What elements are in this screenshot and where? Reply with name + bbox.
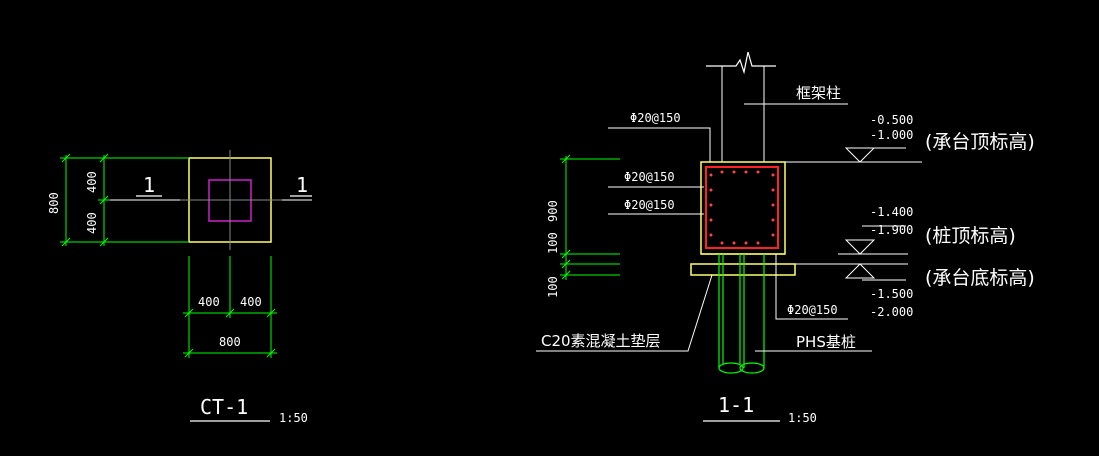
pile-top-elev-2: -1.900 <box>870 223 913 237</box>
section-title: 1-1 <box>718 393 754 417</box>
section-column <box>706 51 776 162</box>
section-dim-vertical <box>560 154 620 280</box>
rebar-label-bottom: Φ20@150 <box>787 303 838 317</box>
elevation-marks: -0.500 -1.000 (承台顶标高) -1.400 -1.900 (桩顶标… <box>785 113 1035 319</box>
section-dim-100b: 100 <box>546 276 560 298</box>
rebar-label-1: Φ20@150 <box>630 111 681 125</box>
pile-top-label: (桩顶标高) <box>925 225 1016 247</box>
plan-dim-horizontal <box>183 256 277 358</box>
rebar-dots <box>709 170 775 245</box>
section-pile <box>718 254 765 374</box>
cushion-label: C20素混凝土垫层 <box>541 332 661 350</box>
pile-top-elev-1: -1.400 <box>870 205 913 219</box>
cap-top-level-symbol <box>844 147 876 163</box>
plan-dim-vertical <box>60 153 189 247</box>
pile-top-level-symbol <box>844 239 876 255</box>
section-dim-900: 900 <box>546 200 560 222</box>
plan-dim-height-bottom: 400 <box>85 212 99 234</box>
plan-dim-width-left: 400 <box>198 295 220 309</box>
cap-bottom-elev-2: -2.000 <box>870 305 913 319</box>
rebar-leaders <box>608 127 848 320</box>
cap-top-label: (承台顶标高) <box>925 131 1035 153</box>
plan-scale: 1:50 <box>279 411 308 425</box>
plan-view: 1 1 800 400 400 <box>47 150 312 425</box>
cap-top-elev-1: -0.500 <box>870 113 913 127</box>
plan-dim-width-total: 800 <box>219 335 241 349</box>
plan-dim-height-top: 400 <box>85 171 99 193</box>
plan-title: CT-1 <box>200 395 248 419</box>
plan-dim-height-total: 800 <box>47 192 61 214</box>
rebar-label-2: Φ20@150 <box>624 170 675 184</box>
rebar-cage <box>705 166 779 249</box>
column-label: 框架柱 <box>796 84 841 102</box>
rebar-label-3: Φ20@150 <box>624 198 675 212</box>
pile-label: PHS基桩 <box>796 333 856 351</box>
section-dim-100a: 100 <box>546 232 560 254</box>
cap-bottom-level-symbol <box>844 263 876 279</box>
cap-bottom-label: (承台底标高) <box>925 267 1035 289</box>
section-mark-right: 1 <box>296 173 308 197</box>
section-mark-left: 1 <box>143 173 155 197</box>
section-cushion <box>690 263 796 276</box>
section-view: 框架柱 Φ20@150 <box>536 51 872 425</box>
cap-bottom-elev-1: -1.500 <box>870 287 913 301</box>
cap-top-elev-2: -1.000 <box>870 128 913 142</box>
section-scale: 1:50 <box>788 411 817 425</box>
cushion-leader <box>536 274 713 352</box>
plan-dim-width-right: 400 <box>240 295 262 309</box>
